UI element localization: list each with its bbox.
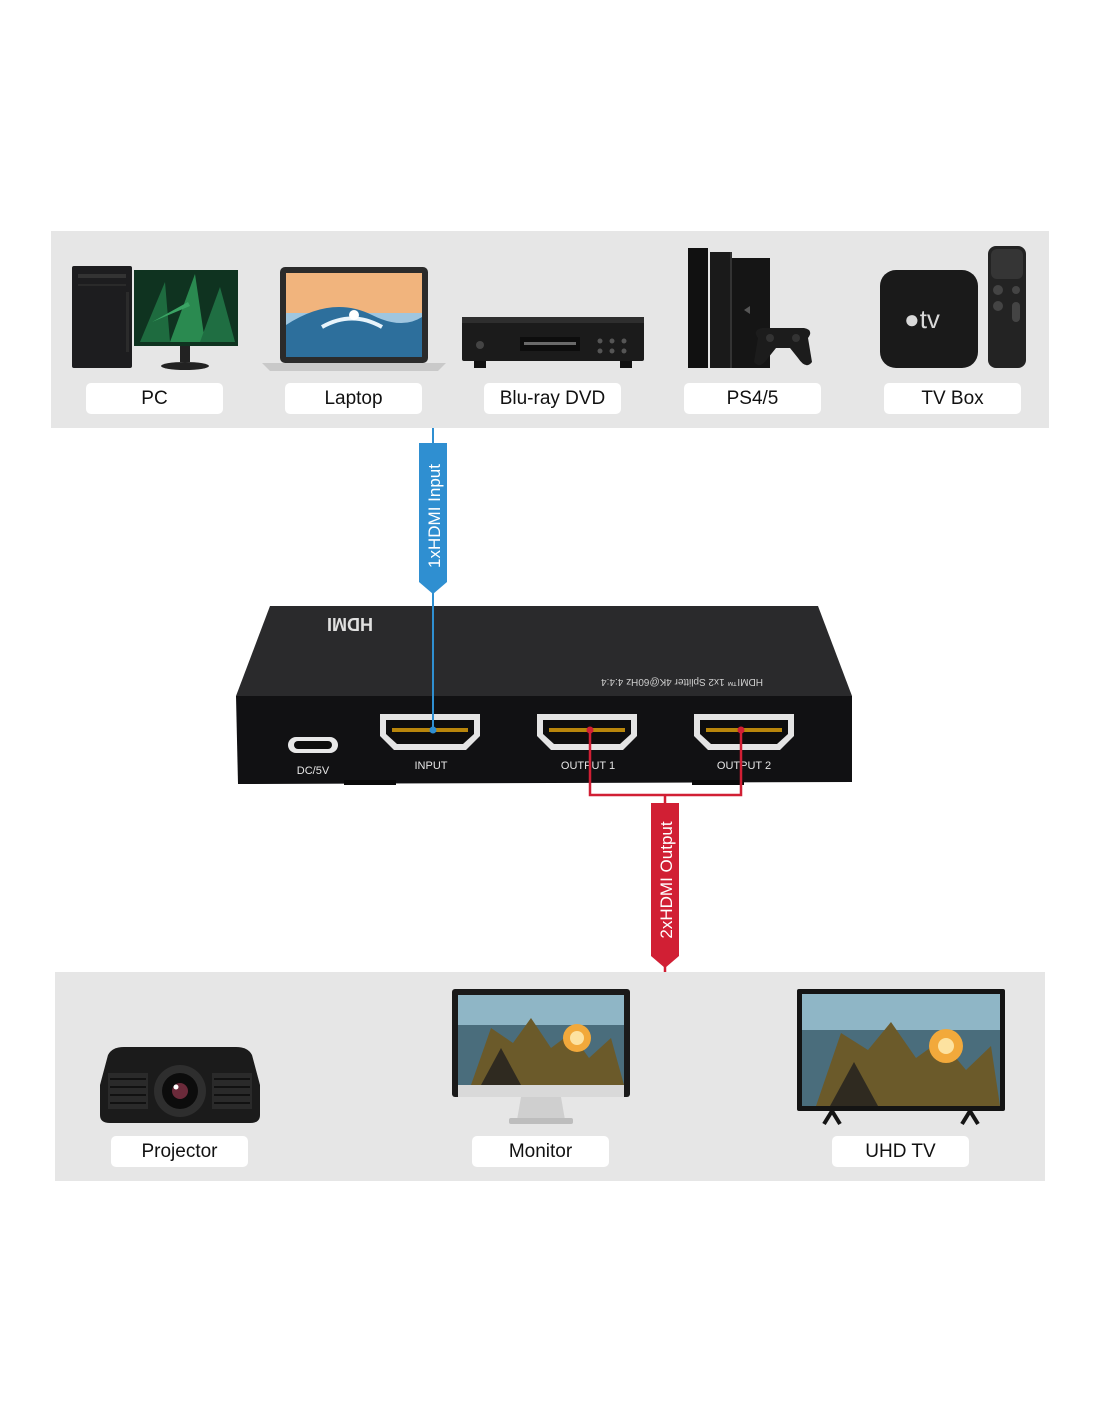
monitor-icon (451, 988, 631, 1126)
game-console-icon (686, 246, 818, 372)
source-label-laptop: Laptop (285, 383, 422, 414)
splitter-top-surface (236, 606, 852, 696)
splitter-logo-text: HDMI (327, 614, 373, 634)
hdmi-logo-icon: HDMI (327, 614, 373, 634)
hdmi-output2-port-icon (694, 714, 794, 750)
output-banner (651, 803, 679, 968)
display-label-monitor: Monitor (472, 1136, 609, 1167)
pc-tower-monitor-icon (70, 262, 240, 374)
hdmi-output1-port-icon (537, 714, 637, 750)
output-banner-label: 2xHDMI Output (657, 821, 676, 938)
display-label-uhdtv: UHD TV (832, 1136, 969, 1167)
display-label-projector: Projector (111, 1136, 248, 1167)
port-label-dc: DC/5V (297, 765, 330, 777)
bluray-player-icon (460, 313, 646, 371)
source-label-bluray: Blu-ray DVD (484, 383, 621, 414)
source-label-pc: PC (86, 383, 223, 414)
laptop-icon (262, 265, 446, 373)
port-label-input: INPUT (415, 760, 448, 772)
tv-box-icon: ●tv (878, 244, 1028, 372)
hdmi-input-port-icon (380, 714, 480, 750)
source-label-tvbox: TV Box (884, 383, 1021, 414)
uhd-tv-icon (796, 988, 1006, 1126)
splitter-model-text: HDMI™ 1x2 Splitter 4K@60Hz 4:4:4 (601, 676, 763, 687)
input-banner (419, 443, 447, 594)
port-label-output2: OUTPUT 2 (717, 760, 771, 772)
port-label-output1: OUTPUT 1 (561, 760, 615, 772)
projector-icon (98, 1045, 262, 1127)
source-label-ps: PS4/5 (684, 383, 821, 414)
svg-text:●tv: ●tv (904, 304, 940, 334)
input-banner-label: 1xHDMI Input (425, 464, 444, 568)
